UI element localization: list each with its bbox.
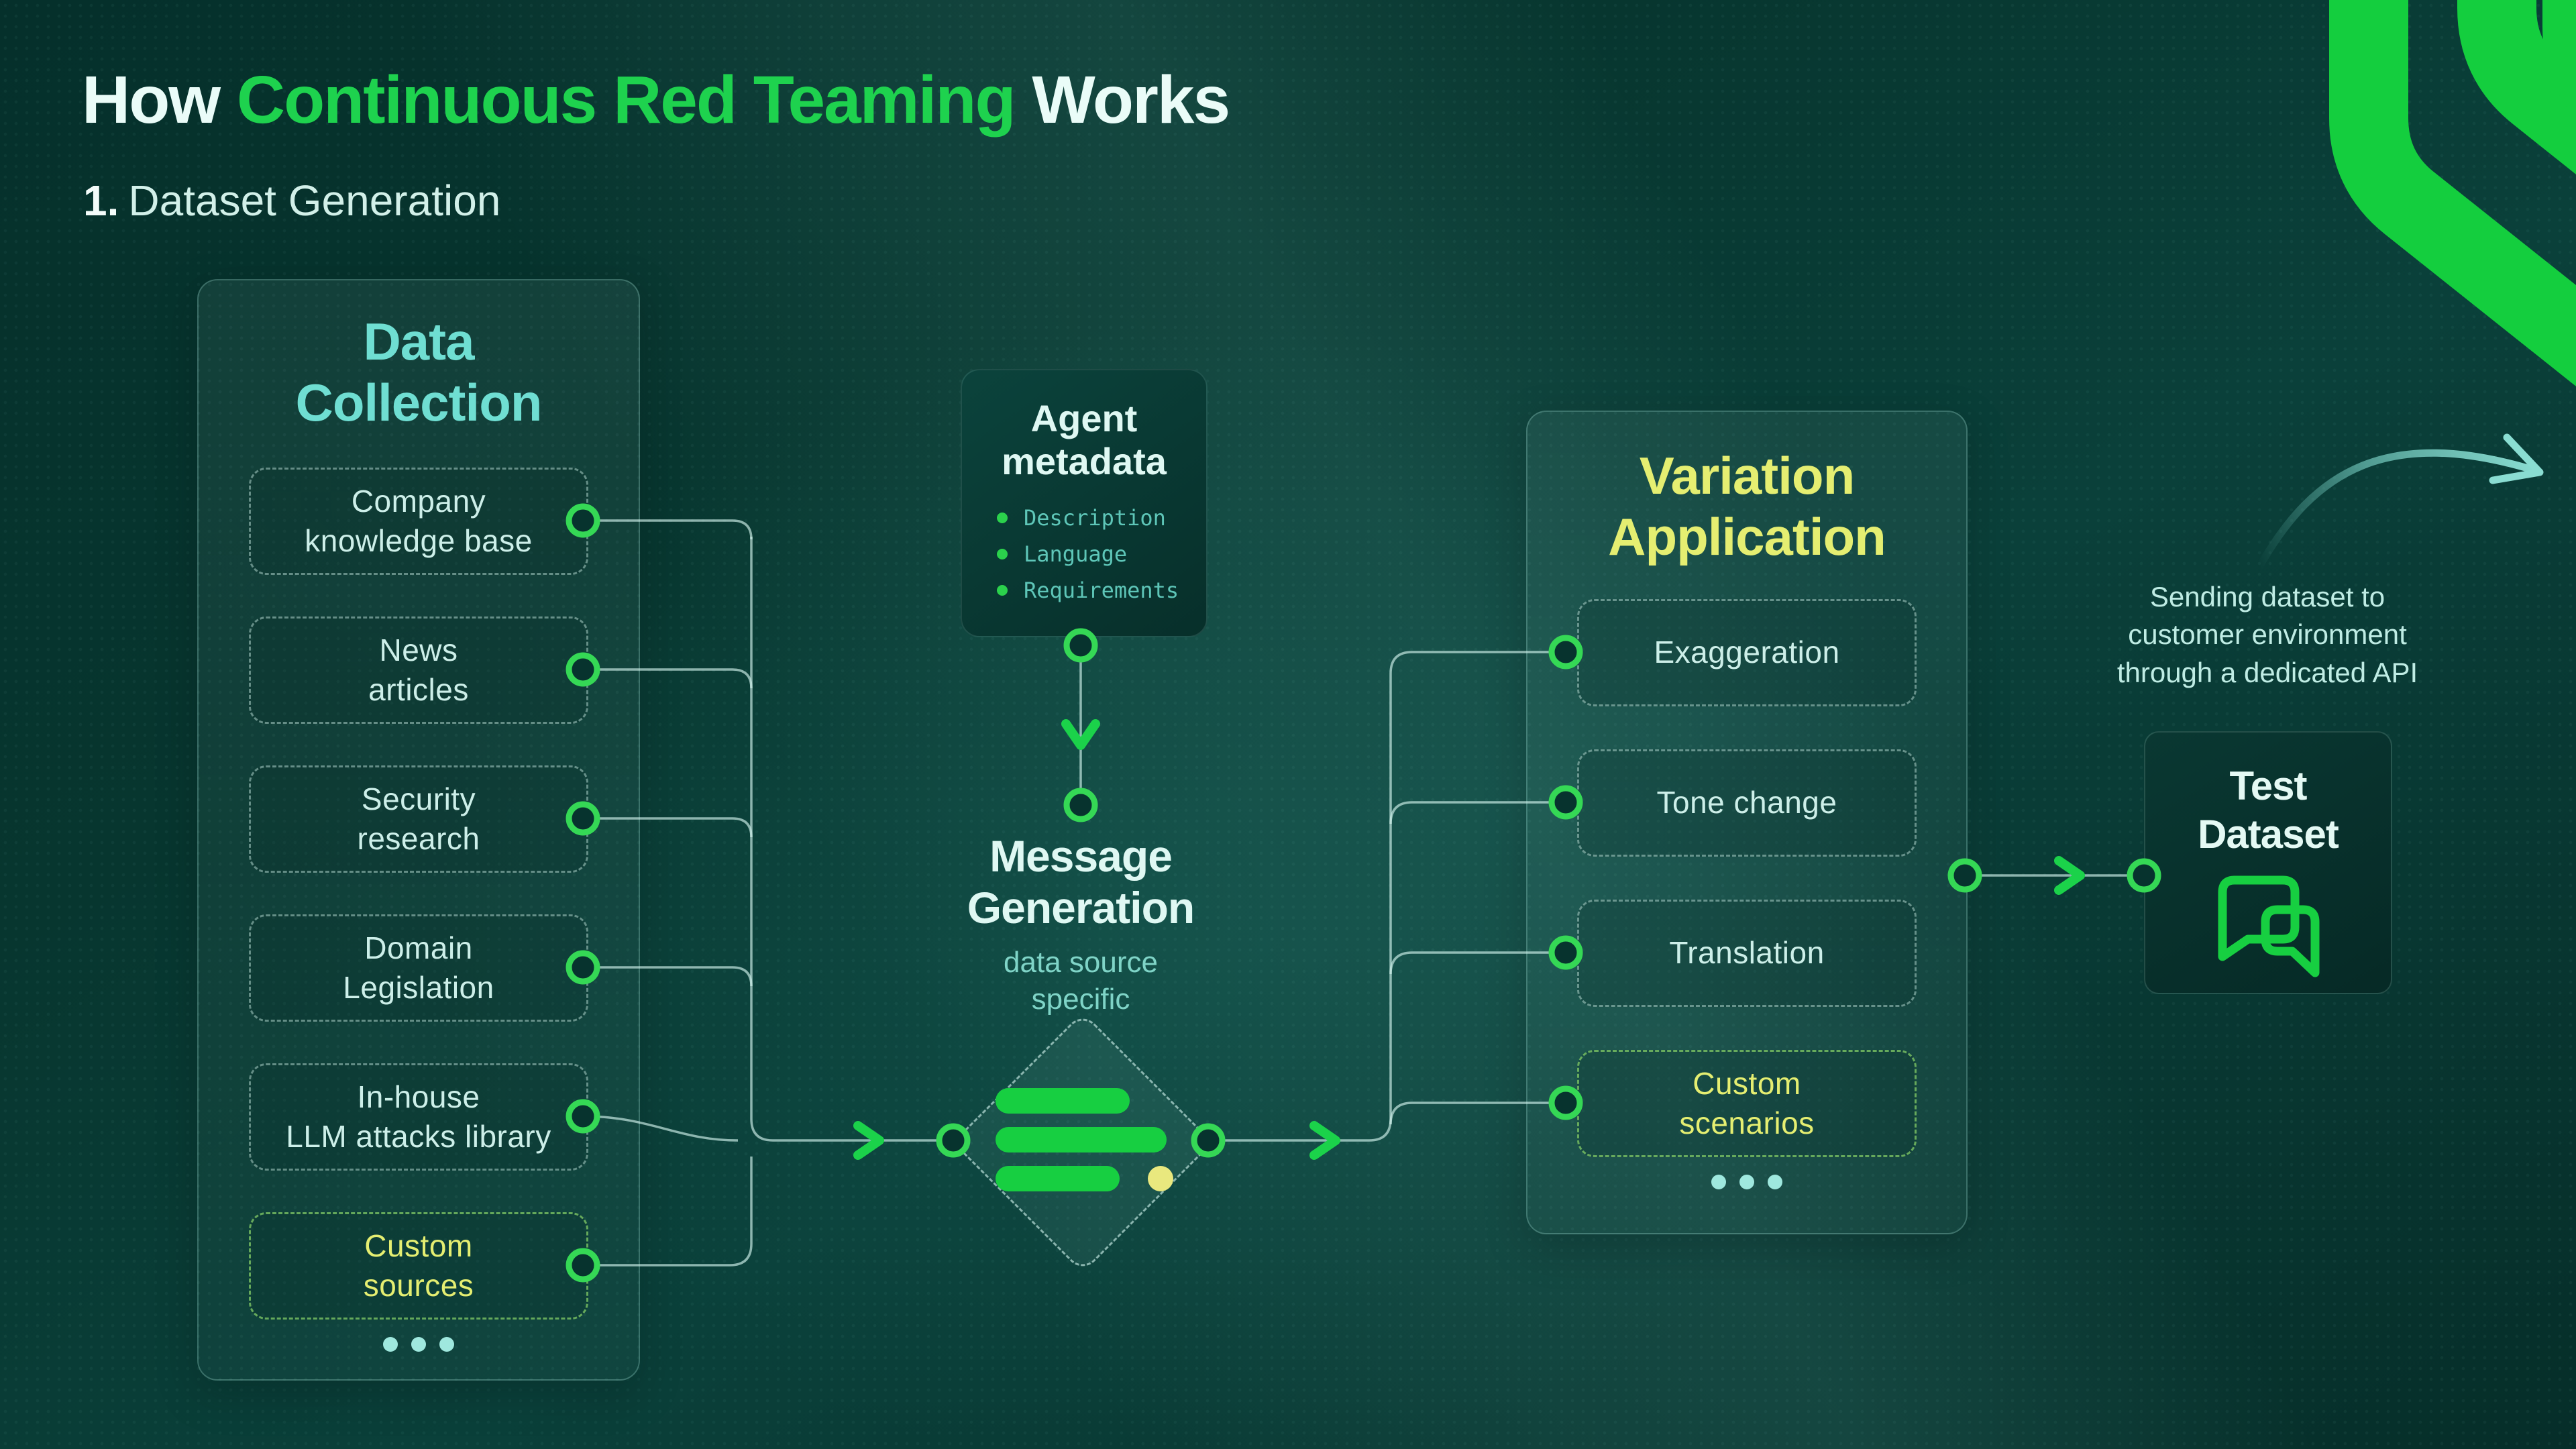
more-indicator — [1527, 1174, 1966, 1189]
data-source-item: Domain Legislation — [249, 914, 588, 1022]
bullet-dot-icon — [997, 548, 1008, 559]
chat-bubbles-icon — [2218, 875, 2320, 977]
data-source-item-custom: Custom sources — [249, 1212, 588, 1320]
api-note-line: customer environment — [2128, 619, 2407, 651]
item-label: Custom sources — [363, 1228, 474, 1303]
api-note-line: through a dedicated API — [2116, 656, 2418, 688]
variation-items: Exaggeration Tone change Translation Cus… — [1527, 598, 1966, 1157]
message-generation-title: Message Generation — [967, 831, 1195, 932]
item-label: Domain Legislation — [343, 930, 494, 1005]
item-label: Security research — [357, 781, 480, 856]
logo-bar — [996, 1127, 1167, 1152]
data-source-item: Security research — [249, 765, 588, 873]
dot — [1768, 1174, 1782, 1189]
more-indicator — [199, 1336, 639, 1352]
data-source-item: Company knowledge base — [249, 467, 588, 575]
dot — [1711, 1174, 1726, 1189]
bullet-row: Description — [997, 505, 1206, 531]
data-source-item: In-house LLM attacks library — [249, 1063, 588, 1171]
variation-application-title: Variation Application — [1608, 446, 1886, 567]
curved-arrow-icon — [2255, 433, 2544, 571]
agent-metadata-bullets: Description Language Requirements — [997, 505, 1206, 603]
dot — [383, 1336, 398, 1352]
chevron-down-icon — [1061, 719, 1100, 750]
variation-item: Translation — [1577, 899, 1917, 1007]
item-label: Exaggeration — [1654, 635, 1840, 670]
step-subtitle: 1.Dataset Generation — [83, 176, 500, 225]
bullet-dot-icon — [997, 584, 1008, 596]
api-note-line: Sending dataset to — [2149, 581, 2385, 612]
step-number: 1. — [83, 176, 119, 225]
message-generation-subtitle: data source specific — [1004, 946, 1158, 1016]
logo-bar — [996, 1088, 1130, 1114]
test-dataset-card: Test Dataset — [2144, 731, 2392, 994]
bullet-label: Description — [1024, 504, 1166, 531]
title-prefix: How — [82, 62, 237, 138]
variation-item: Tone change — [1577, 749, 1917, 857]
variation-application-panel: Variation Application Exaggeration Tone … — [1526, 411, 1968, 1234]
item-label: In-house LLM attacks library — [286, 1079, 551, 1154]
dot — [439, 1336, 454, 1352]
title-suffix: Works — [1014, 62, 1230, 138]
bullet-label: Language — [1024, 541, 1128, 567]
bullet-row: Requirements — [997, 578, 1206, 603]
title-highlight: Continuous Red Teaming — [236, 62, 1016, 138]
item-label: Custom scenarios — [1679, 1065, 1815, 1140]
variation-item-custom: Custom scenarios — [1577, 1049, 1917, 1157]
item-label: Tone change — [1656, 785, 1837, 820]
agent-metadata-title: Agent metadata — [1002, 397, 1167, 483]
item-label: Company knowledge base — [305, 483, 533, 558]
dot — [411, 1336, 426, 1352]
bullet-row: Language — [997, 541, 1206, 567]
message-generation-block: Message Generation data source specific — [926, 830, 1235, 1018]
page-title: How Continuous Red Teaming Works — [82, 62, 1230, 139]
data-collection-panel: Data Collection Company knowledge base N… — [197, 279, 640, 1381]
api-note: Sending dataset to customer environment … — [2046, 578, 2489, 692]
agent-metadata-card: Agent metadata Description Language Requ… — [961, 369, 1208, 637]
data-source-item: News articles — [249, 616, 588, 724]
item-label: Translation — [1669, 935, 1825, 971]
data-collection-items: Company knowledge base News articles Sec… — [199, 467, 639, 1320]
logo-bar — [996, 1166, 1120, 1191]
item-label: News articles — [368, 632, 469, 707]
bullet-dot-icon — [997, 512, 1008, 523]
logo-dot — [1148, 1166, 1173, 1191]
data-collection-title: Data Collection — [295, 312, 542, 433]
bullet-label: Requirements — [1024, 577, 1179, 603]
three-bars-logo-icon — [996, 1088, 1177, 1193]
nested-chevron-logo — [2329, 0, 2576, 386]
dot — [1739, 1174, 1754, 1189]
variation-item: Exaggeration — [1577, 598, 1917, 706]
step-label: Dataset Generation — [128, 176, 501, 225]
test-dataset-title: Test Dataset — [2198, 763, 2339, 857]
